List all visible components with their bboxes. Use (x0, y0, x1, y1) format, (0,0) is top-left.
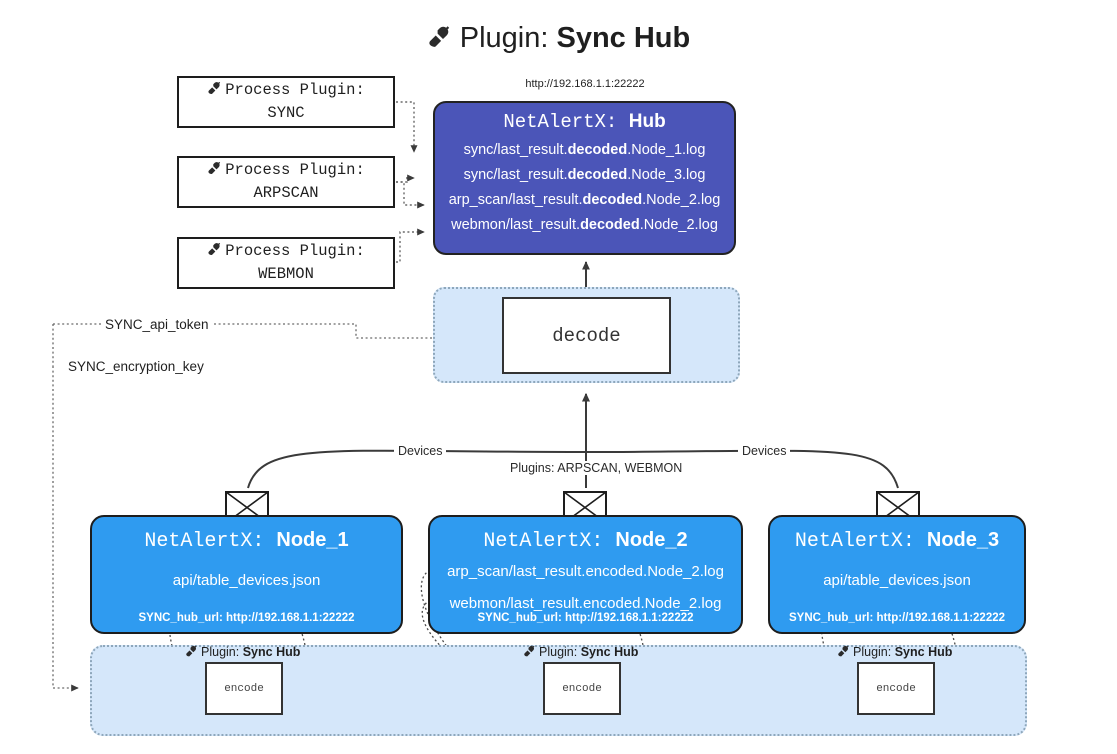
process-plugin-box-sync[interactable]: Process Plugin: SYNC (177, 76, 395, 128)
hub-log-mid: decoded (567, 142, 628, 158)
process-plugin-name: WEBMON (258, 265, 314, 283)
edge-arpscan-to-hub (396, 181, 425, 209)
encode-plugin-label-3: Plugin: Sync Hub (837, 645, 952, 661)
hub-log-mid: decoded (582, 192, 643, 208)
hub-log-post: .Node_3.log (627, 167, 706, 183)
encode-plugin-value: Sync Hub (580, 645, 639, 659)
process-plugin-label: Process Plugin: (225, 242, 365, 260)
encode-plugin-label-text: Plugin: (853, 645, 892, 659)
node-title-prefix: NetAlertX: (144, 530, 265, 553)
hub-log-post: .Node_2.log (642, 192, 721, 208)
encode-plugin-label-text: Plugin: (201, 645, 240, 659)
hub-node[interactable]: NetAlertX: Hub sync/last_result.decoded.… (433, 101, 736, 255)
plug-icon (207, 242, 223, 264)
node-card-node-2[interactable]: NetAlertX: Node_2 arp_scan/last_result.e… (428, 515, 743, 634)
node-payload-line: arp_scan/last_result.encoded.Node_2.log (447, 563, 724, 580)
sync-encryption-key-label: SYNC_encryption_key (64, 359, 208, 374)
encode-plugin-label-2: Plugin: Sync Hub (523, 645, 638, 661)
node-title-prefix: NetAlertX: (794, 530, 915, 553)
node-title-prefix: NetAlertX: (483, 530, 604, 553)
hub-log-pre: sync/last_result. (463, 167, 568, 183)
hub-log-line: arp_scan/last_result.decoded.Node_2.log (435, 188, 734, 213)
node-title-name: Node_3 (926, 529, 1000, 551)
edge-label-devices-right: Devices (738, 444, 791, 458)
hub-log-post: .Node_2.log (639, 217, 718, 233)
plug-icon (427, 19, 454, 63)
process-plugin-box-webmon[interactable]: Process Plugin: WEBMON (177, 237, 395, 289)
edge-encryption-key-to-band (52, 366, 79, 692)
plug-icon (207, 81, 223, 103)
hub-log-mid: decoded (567, 167, 628, 183)
process-plugin-label: Process Plugin: (225, 161, 365, 179)
process-plugin-name: SYNC (267, 104, 305, 122)
node-hub-url: SYNC_hub_url: http://192.168.1.1:22222 (138, 612, 355, 624)
hub-log-line: sync/last_result.decoded.Node_1.log (435, 138, 734, 163)
encode-box-2[interactable]: encode (543, 662, 621, 715)
hub-url-label: http://192.168.1.1:22222 (525, 78, 645, 90)
node-payload-line: api/table_devices.json (823, 572, 971, 589)
encode-plugin-label-1: Plugin: Sync Hub (185, 645, 300, 661)
edge-arpscan-seg-a (396, 177, 408, 183)
plug-icon (837, 645, 851, 661)
node-hub-url: SYNC_hub_url: http://192.168.1.1:22222 (477, 612, 694, 624)
encode-box-1[interactable]: encode (205, 662, 283, 715)
hub-log-line: sync/last_result.decoded.Node_3.log (435, 163, 734, 188)
node-title-name: Node_1 (276, 529, 349, 551)
node-card-node-3[interactable]: NetAlertX: Node_3 api/table_devices.json… (768, 515, 1026, 634)
node-card-node-1[interactable]: NetAlertX: Node_1 api/table_devices.json… (90, 515, 403, 634)
process-plugin-name: ARPSCAN (253, 184, 319, 202)
node-title-name: Node_2 (615, 529, 688, 551)
plug-icon (207, 161, 223, 183)
plug-icon (185, 645, 199, 661)
process-plugin-label: Process Plugin: (225, 81, 365, 99)
encode-plugin-value: Sync Hub (242, 645, 301, 659)
sync-api-token-label: SYNC_api_token (101, 317, 213, 332)
node-hub-url: SYNC_hub_url: http://192.168.1.1:22222 (788, 612, 1006, 624)
decode-box[interactable]: decode (502, 297, 671, 374)
process-plugin-box-arpscan[interactable]: Process Plugin: ARPSCAN (177, 156, 395, 208)
hub-log-pre: arp_scan/last_result. (448, 192, 583, 208)
hub-log-mid: decoded (580, 217, 640, 233)
hub-log-pre: sync/last_result. (463, 142, 568, 158)
page-title: Plugin: Sync Hub (0, 16, 1117, 63)
hub-title-name: Hub (628, 111, 666, 132)
edge-label-plugins: Plugins: ARPSCAN, WEBMON (506, 461, 687, 475)
hub-title-prefix: NetAlertX: (503, 111, 618, 133)
hub-log-pre: webmon/last_result. (451, 217, 581, 233)
page-title-label: Plugin: (459, 22, 549, 54)
hub-log-line: webmon/last_result.decoded.Node_2.log (435, 213, 734, 238)
edge-webmon-to-hub (396, 228, 425, 263)
encode-plugin-label-text: Plugin: (539, 645, 578, 659)
encode-box-3[interactable]: encode (857, 662, 935, 715)
edge-sync-to-hub (396, 101, 418, 153)
edge-sync-to-hub-2 (406, 174, 415, 182)
encode-plugin-value: Sync Hub (894, 645, 953, 659)
hub-log-post: .Node_1.log (627, 142, 706, 158)
plug-icon (523, 645, 537, 661)
node-payload-line: api/table_devices.json (172, 572, 321, 589)
page-title-value: Sync Hub (556, 22, 691, 54)
node-payload-line: webmon/last_result.encoded.Node_2.log (449, 595, 722, 612)
edge-label-devices-left: Devices (394, 444, 447, 458)
